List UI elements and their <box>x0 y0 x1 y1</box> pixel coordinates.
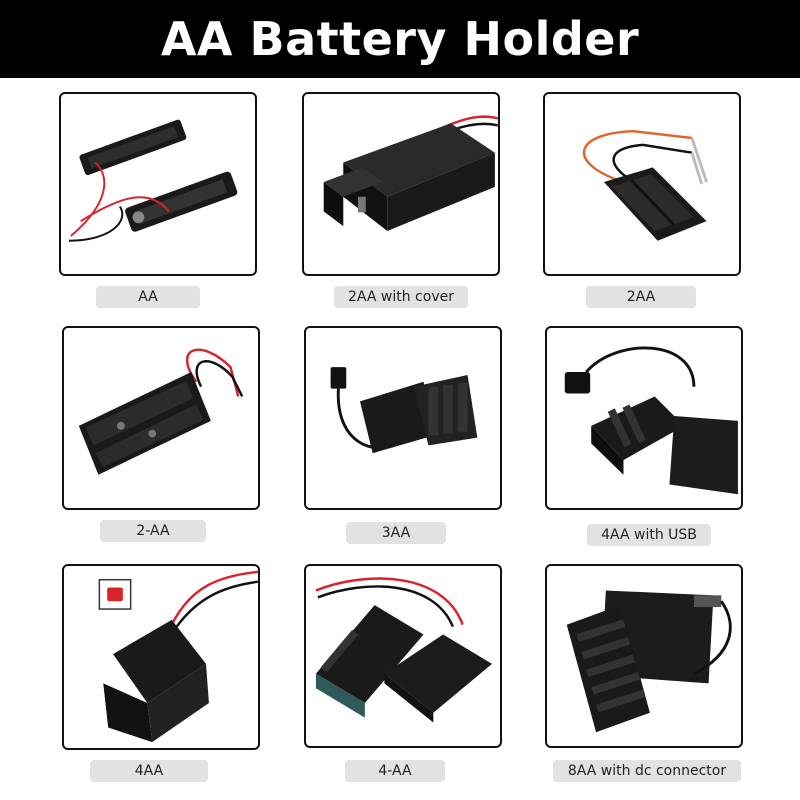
4aa-covered-holder-image <box>315 577 493 723</box>
caption-8aa-with-dc-connector: 8AA with dc connector <box>553 760 741 782</box>
caption-4-aa: 4-AA <box>345 760 445 782</box>
product-card-2aa[interactable] <box>543 92 741 276</box>
product-card-2-aa[interactable] <box>62 326 260 510</box>
3aa-usb-holder-image <box>330 367 478 454</box>
product-card-4-aa[interactable] <box>304 564 502 748</box>
caption-4aa-with-usb: 4AA with USB <box>587 524 711 546</box>
2aa-side-by-side-holder-image <box>78 348 244 475</box>
product-card-aa[interactable] <box>59 92 257 276</box>
caption-4aa: 4AA <box>90 760 208 782</box>
product-card-4aa[interactable] <box>62 564 260 750</box>
title-banner: AA Battery Holder <box>0 0 800 78</box>
caption-2aa: 2AA <box>586 286 696 308</box>
page-title: AA Battery Holder <box>160 12 640 66</box>
single-aa-holder-image <box>68 119 238 242</box>
4aa-stacked-jst-holder-image <box>98 570 258 743</box>
product-card-8aa-with-dc-connector[interactable] <box>545 564 743 748</box>
caption-aa: AA <box>96 286 200 308</box>
caption-2aa-with-cover: 2AA with cover <box>334 286 468 308</box>
product-card-2aa-with-cover[interactable] <box>302 92 500 276</box>
product-card-3aa[interactable] <box>304 326 502 510</box>
caption-3aa: 3AA <box>346 522 446 544</box>
2aa-covered-holder-image <box>323 115 498 231</box>
4aa-usb-holder-image <box>564 346 738 495</box>
2aa-holder-image <box>582 129 708 241</box>
product-card-4aa-with-usb[interactable] <box>545 326 743 510</box>
caption-2-aa: 2-AA <box>100 520 206 542</box>
8aa-dc-holder-image <box>566 590 732 733</box>
